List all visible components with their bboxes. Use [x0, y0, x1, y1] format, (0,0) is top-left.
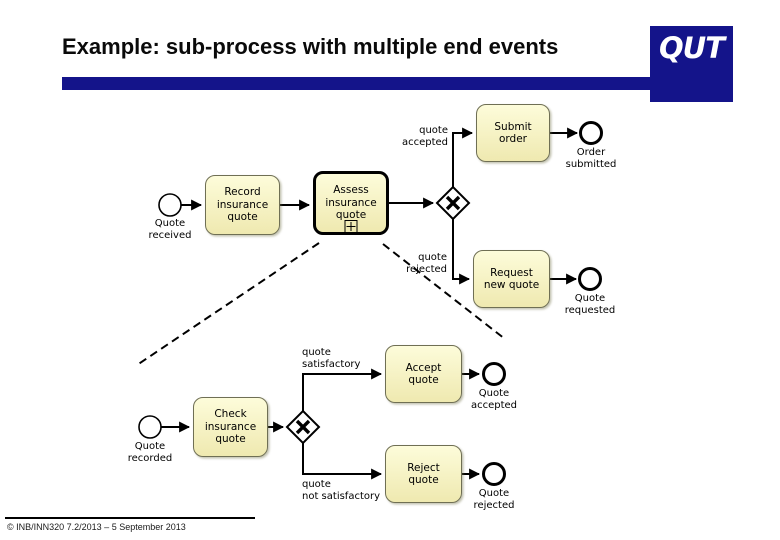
start-event-label-quote-received: Quote received: [148, 218, 192, 241]
task-record-insurance-quote: Record insurance quote: [205, 175, 280, 235]
end-event-label-quote-requested: Quote requested: [564, 293, 616, 316]
end-event-order-submitted: [579, 121, 603, 145]
xor-gateway-sub: [285, 409, 321, 445]
end-event-label-order-submitted: Order submitted: [565, 147, 617, 170]
end-event-label-quote-rejected: Quote rejected: [473, 488, 515, 511]
flow-label-quote-not-satisfactory: quote not satisfactory: [302, 479, 381, 502]
end-event-quote-accepted: [482, 362, 506, 386]
subprocess-plus-icon: [344, 220, 358, 233]
flow-label-quote-rejected: quote rejected: [406, 252, 447, 275]
flow-gateway-to-accept: [302, 368, 383, 411]
task-accept-quote: Accept quote: [385, 345, 462, 403]
start-event-quote-recorded: [138, 415, 162, 439]
task-submit-order: Submit order: [476, 104, 550, 162]
flow-gateway-to-request: [452, 219, 471, 285]
footer-text: © INB/INN320 7.2/2013 – 5 September 2013: [7, 522, 186, 532]
task-request-new-quote: Request new quote: [473, 250, 550, 308]
qut-logo-text: QUT: [659, 31, 725, 65]
task-reject-quote: Reject quote: [385, 445, 462, 503]
flow-gateway-to-reject: [302, 443, 383, 480]
task-accept-label: Accept quote: [405, 361, 442, 386]
end-event-quote-rejected: [482, 462, 506, 486]
flow-label-quote-satisfactory: quote satisfactory: [302, 347, 361, 370]
flow-gateway-to-submit: [452, 127, 474, 187]
task-request-label: Request new quote: [483, 266, 540, 291]
start-event-label-quote-recorded: Quote recorded: [127, 441, 173, 464]
start-event-quote-received: [158, 193, 182, 217]
task-record-label: Record insurance quote: [216, 186, 269, 224]
task-reject-label: Reject quote: [407, 461, 440, 486]
end-event-quote-requested: [578, 267, 602, 291]
title-underline-bar: [62, 77, 652, 90]
subprocess-expansion-line-left: [136, 242, 320, 366]
flow-label-quote-accepted: quote accepted: [401, 125, 448, 148]
xor-gateway-main: [435, 185, 471, 221]
subprocess-assess-label: Assess insurance quote: [325, 184, 377, 222]
task-submit-label: Submit order: [494, 120, 532, 145]
task-check-insurance-quote: Check insurance quote: [193, 397, 268, 457]
slide-title: Example: sub-process with multiple end e…: [62, 34, 559, 59]
footer-divider: [5, 517, 255, 519]
end-event-label-quote-accepted: Quote accepted: [470, 388, 518, 411]
qut-logo: QUT: [650, 26, 733, 102]
subprocess-assess-insurance-quote: Assess insurance quote: [313, 171, 389, 235]
task-check-label: Check insurance quote: [204, 408, 257, 446]
